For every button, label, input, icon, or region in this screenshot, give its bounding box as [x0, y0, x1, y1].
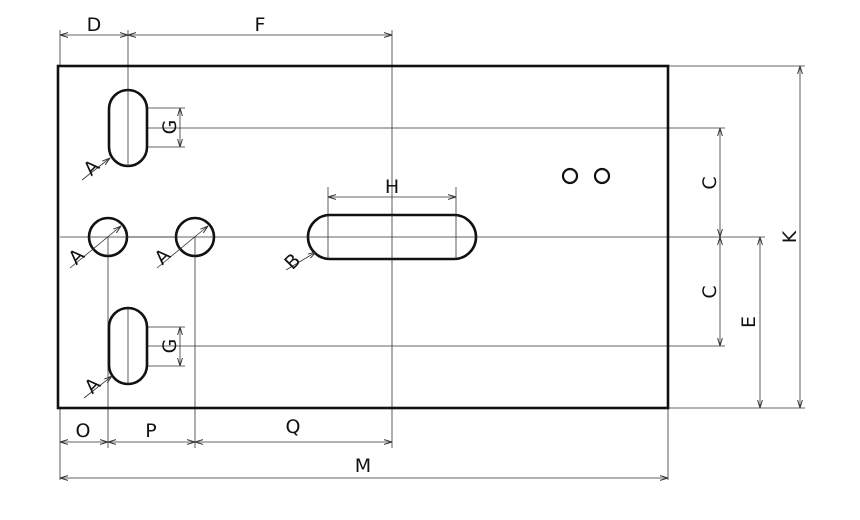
small-hole-2 [593, 167, 611, 185]
label-p: P [145, 420, 156, 442]
callout-hole-left: A [64, 244, 89, 269]
feature-centerlines [89, 90, 476, 384]
label-g-bottom: G [159, 339, 181, 354]
callout-slot-bottom: A [80, 373, 105, 398]
label-g-top: G [159, 120, 181, 135]
label-d: D [87, 14, 102, 36]
label-f: F [255, 14, 266, 36]
callout-leaders [69, 158, 316, 399]
label-k: K [779, 230, 801, 243]
dimension-lines [60, 35, 800, 478]
label-e: E [738, 316, 760, 328]
label-o: O [76, 420, 91, 442]
label-q: Q [286, 416, 301, 438]
callout-hole-mid: A [150, 244, 175, 269]
plate-outline [56, 64, 670, 410]
callout-slot-top: A [79, 155, 104, 180]
label-c-bottom: C [699, 285, 721, 298]
label-h: H [385, 176, 399, 198]
small-hole-1 [561, 167, 579, 185]
label-m: M [355, 455, 371, 477]
callout-slot-long: B [280, 249, 305, 274]
label-c-top: C [699, 176, 721, 189]
